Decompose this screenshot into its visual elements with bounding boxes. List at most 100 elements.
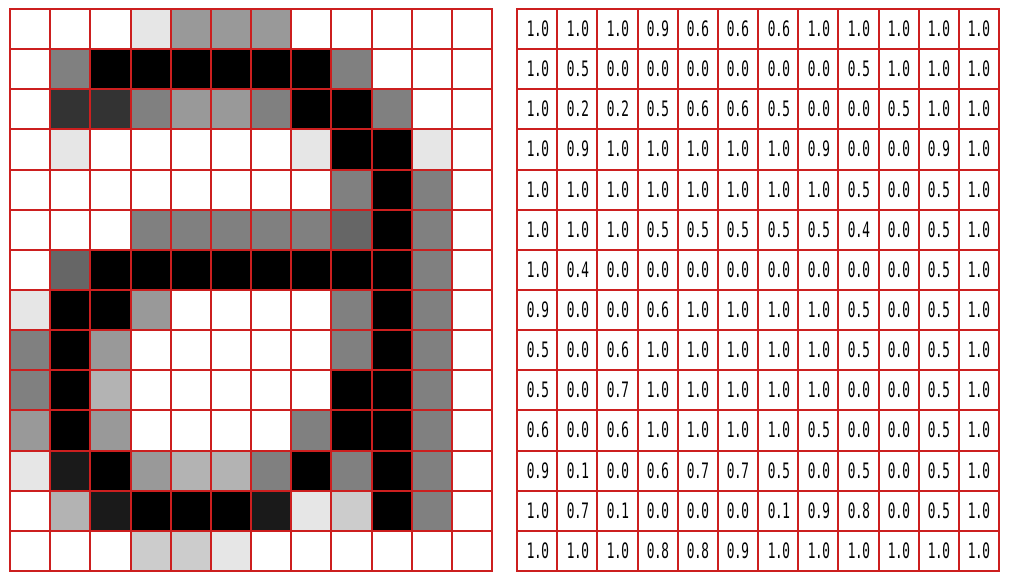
- value-cell: 1.0: [839, 10, 878, 49]
- pixel-cell: [211, 10, 250, 49]
- pixel-cell: [332, 50, 371, 89]
- pixel-cell: [332, 90, 371, 129]
- value-cell: 1.0: [598, 130, 637, 169]
- value-text: 1.0: [807, 17, 830, 42]
- value-text: 0.4: [566, 257, 589, 282]
- pixel-cell: [452, 210, 491, 249]
- pixel-cell: [252, 331, 291, 370]
- pixel-cell: [332, 531, 371, 570]
- value-cell: 0.0: [598, 250, 637, 289]
- value-cell: 0.0: [879, 130, 918, 169]
- value-text: 1.0: [767, 338, 789, 363]
- pixel-cell: [252, 250, 291, 289]
- value-cell: 0.0: [839, 371, 878, 410]
- value-text: 1.0: [767, 378, 789, 403]
- pixel-cell: [452, 130, 491, 169]
- value-cell: 0.0: [879, 491, 918, 530]
- value-cell: 1.0: [959, 371, 998, 410]
- value-text: 1.0: [927, 538, 950, 563]
- value-text: 1.0: [887, 538, 910, 563]
- pixel-cell: [252, 130, 291, 169]
- pixel-cell: [51, 331, 90, 370]
- value-cell: 0.6: [718, 90, 757, 129]
- pixel-cell: [11, 290, 50, 330]
- value-text: 1.0: [807, 177, 830, 202]
- pixel-cell: [91, 250, 130, 289]
- pixel-cell: [171, 50, 210, 89]
- pixel-cell: [171, 331, 210, 370]
- pixel-cell: [211, 371, 250, 410]
- value-text: 0.5: [526, 378, 548, 403]
- value-text: 1.0: [727, 378, 749, 403]
- value-text: 0.5: [566, 57, 589, 82]
- pixel-cell: [91, 210, 130, 249]
- value-cell: 0.0: [638, 50, 677, 89]
- value-text: 1.0: [727, 418, 749, 443]
- value-text: 1.0: [566, 217, 589, 242]
- value-text: 1.0: [887, 57, 910, 82]
- value-text: 0.0: [847, 378, 870, 403]
- value-cell: 1.0: [879, 531, 918, 570]
- value-cell: 1.0: [518, 50, 557, 89]
- pixel-cell: [332, 170, 371, 209]
- value-cell: 0.9: [518, 451, 557, 490]
- value-text: 1.0: [927, 17, 950, 42]
- pixel-cell: [11, 451, 50, 490]
- value-text: 0.5: [646, 217, 669, 242]
- value-cell: 1.0: [759, 290, 798, 330]
- pixel-cell: [11, 371, 50, 410]
- value-text: 1.0: [686, 177, 709, 202]
- value-text: 0.0: [887, 298, 910, 323]
- value-text: 1.0: [968, 57, 990, 82]
- pixel-cell: [11, 170, 50, 209]
- pixel-cell: [332, 451, 371, 490]
- pixel-cell: [211, 50, 250, 89]
- pixel-cell: [211, 250, 250, 289]
- value-text: 1.0: [767, 538, 789, 563]
- pixel-cell: [252, 290, 291, 330]
- value-cell: 0.0: [839, 90, 878, 129]
- value-cell: 0.0: [879, 170, 918, 209]
- pixel-cell: [292, 531, 331, 570]
- pixel-cell: [211, 451, 250, 490]
- value-cell: 1.0: [518, 531, 557, 570]
- value-cell: 0.0: [799, 50, 838, 89]
- pixel-cell: [131, 531, 170, 570]
- value-cell: 1.0: [518, 130, 557, 169]
- value-cell: 0.0: [558, 411, 597, 450]
- value-text: 1.0: [526, 57, 548, 82]
- value-text: 0.5: [526, 338, 548, 363]
- value-text: 1.0: [646, 338, 669, 363]
- value-cell: 0.6: [759, 10, 798, 49]
- pixel-cell: [372, 90, 411, 129]
- value-text: 0.5: [686, 217, 709, 242]
- value-cell: 0.1: [558, 451, 597, 490]
- value-cell: 0.9: [638, 10, 677, 49]
- value-cell: 0.8: [839, 491, 878, 530]
- value-text: 0.1: [767, 498, 789, 523]
- value-cell: 1.0: [879, 50, 918, 89]
- value-text: 0.0: [686, 498, 709, 523]
- pixel-cell: [171, 491, 210, 530]
- pixel-cell: [452, 331, 491, 370]
- pixel-cell: [91, 331, 130, 370]
- pixel-cell: [211, 290, 250, 330]
- value-cell: 0.0: [598, 451, 637, 490]
- value-cell: 0.0: [879, 210, 918, 249]
- pixel-cell: [91, 90, 130, 129]
- value-cell: 1.0: [638, 170, 677, 209]
- pixel-cell: [332, 371, 371, 410]
- pixel-cell: [372, 130, 411, 169]
- value-text: 0.9: [807, 137, 830, 162]
- value-cell: 1.0: [919, 50, 958, 89]
- pixel-cell: [452, 250, 491, 289]
- value-text: 1.0: [686, 338, 709, 363]
- value-text: 1.0: [968, 338, 990, 363]
- value-cell: 0.0: [678, 50, 717, 89]
- value-cell: 0.5: [759, 451, 798, 490]
- value-text: 0.0: [566, 418, 589, 443]
- value-cell: 0.0: [558, 331, 597, 370]
- value-text: 1.0: [968, 298, 990, 323]
- value-text: 1.0: [807, 378, 830, 403]
- value-text: 1.0: [847, 17, 870, 42]
